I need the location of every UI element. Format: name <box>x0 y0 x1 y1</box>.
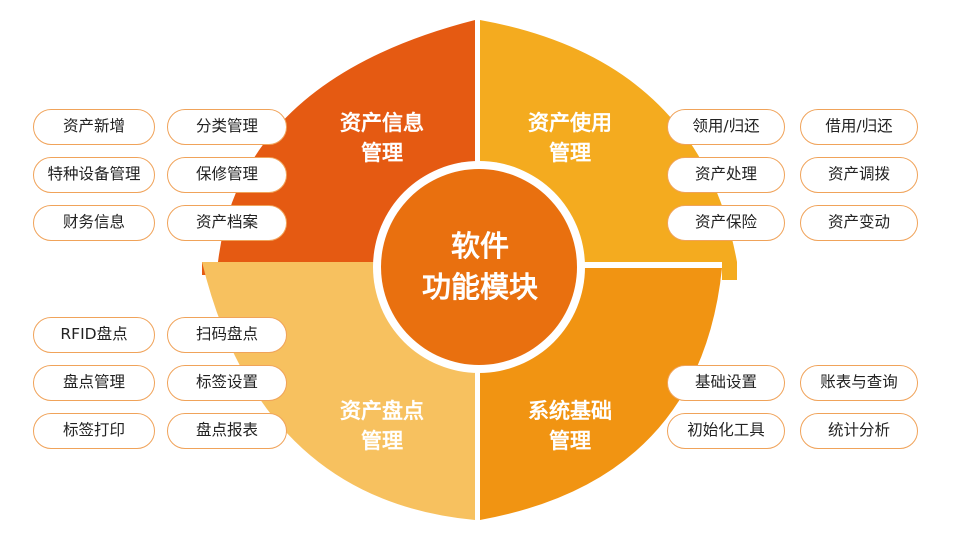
quadrant-label-line: 资产信息 <box>340 111 424 135</box>
center-circle <box>381 169 577 365</box>
center-title-line: 功能模块 <box>421 270 538 304</box>
quadrant-label-line: 资产使用 <box>528 111 612 135</box>
pill-asset-add[interactable]: 资产新增 <box>33 109 155 145</box>
quadrant-label-line: 资产盘点 <box>340 399 424 423</box>
pill-inventory-management[interactable]: 盘点管理 <box>33 365 155 401</box>
pill-asset-change[interactable]: 资产变动 <box>800 205 918 241</box>
pill-asset-archive[interactable]: 资产档案 <box>167 205 287 241</box>
pill-financial-info[interactable]: 财务信息 <box>33 205 155 241</box>
quadrant-label-line: 管理 <box>549 141 591 165</box>
pill-basic-settings[interactable]: 基础设置 <box>667 365 785 401</box>
pill-rfid-inventory[interactable]: RFID盘点 <box>33 317 155 353</box>
pill-special-equipment[interactable]: 特种设备管理 <box>33 157 155 193</box>
pill-init-tools[interactable]: 初始化工具 <box>667 413 785 449</box>
pill-asset-transfer[interactable]: 资产调拨 <box>800 157 918 193</box>
quadrant-label-asset-inventory: 资产盘点 管理 <box>312 396 452 456</box>
center-title: 软件 功能模块 <box>380 208 580 328</box>
pill-asset-insurance[interactable]: 资产保险 <box>667 205 785 241</box>
pill-statistics[interactable]: 统计分析 <box>800 413 918 449</box>
center-title-line: 软件 <box>450 229 509 263</box>
quadrant-label-line: 管理 <box>361 141 403 165</box>
pill-label-settings[interactable]: 标签设置 <box>167 365 287 401</box>
quadrant-label-line: 系统基础 <box>528 399 612 423</box>
pill-borrow-return[interactable]: 借用/归还 <box>800 109 918 145</box>
quadrant-label-system-base: 系统基础 管理 <box>500 396 640 456</box>
pill-label-print[interactable]: 标签打印 <box>33 413 155 449</box>
pill-category-management[interactable]: 分类管理 <box>167 109 287 145</box>
pill-inventory-report[interactable]: 盘点报表 <box>167 413 287 449</box>
quadrant-label-line: 管理 <box>361 429 403 453</box>
pill-receive-return[interactable]: 领用/归还 <box>667 109 785 145</box>
pill-scan-inventory[interactable]: 扫码盘点 <box>167 317 287 353</box>
quadrant-label-asset-use: 资产使用 管理 <box>500 108 640 168</box>
pill-reports-query[interactable]: 账表与查询 <box>800 365 918 401</box>
pill-asset-disposal[interactable]: 资产处理 <box>667 157 785 193</box>
pill-warranty-management[interactable]: 保修管理 <box>167 157 287 193</box>
quadrant-label-asset-info: 资产信息 管理 <box>312 108 452 168</box>
quadrant-label-line: 管理 <box>549 429 591 453</box>
